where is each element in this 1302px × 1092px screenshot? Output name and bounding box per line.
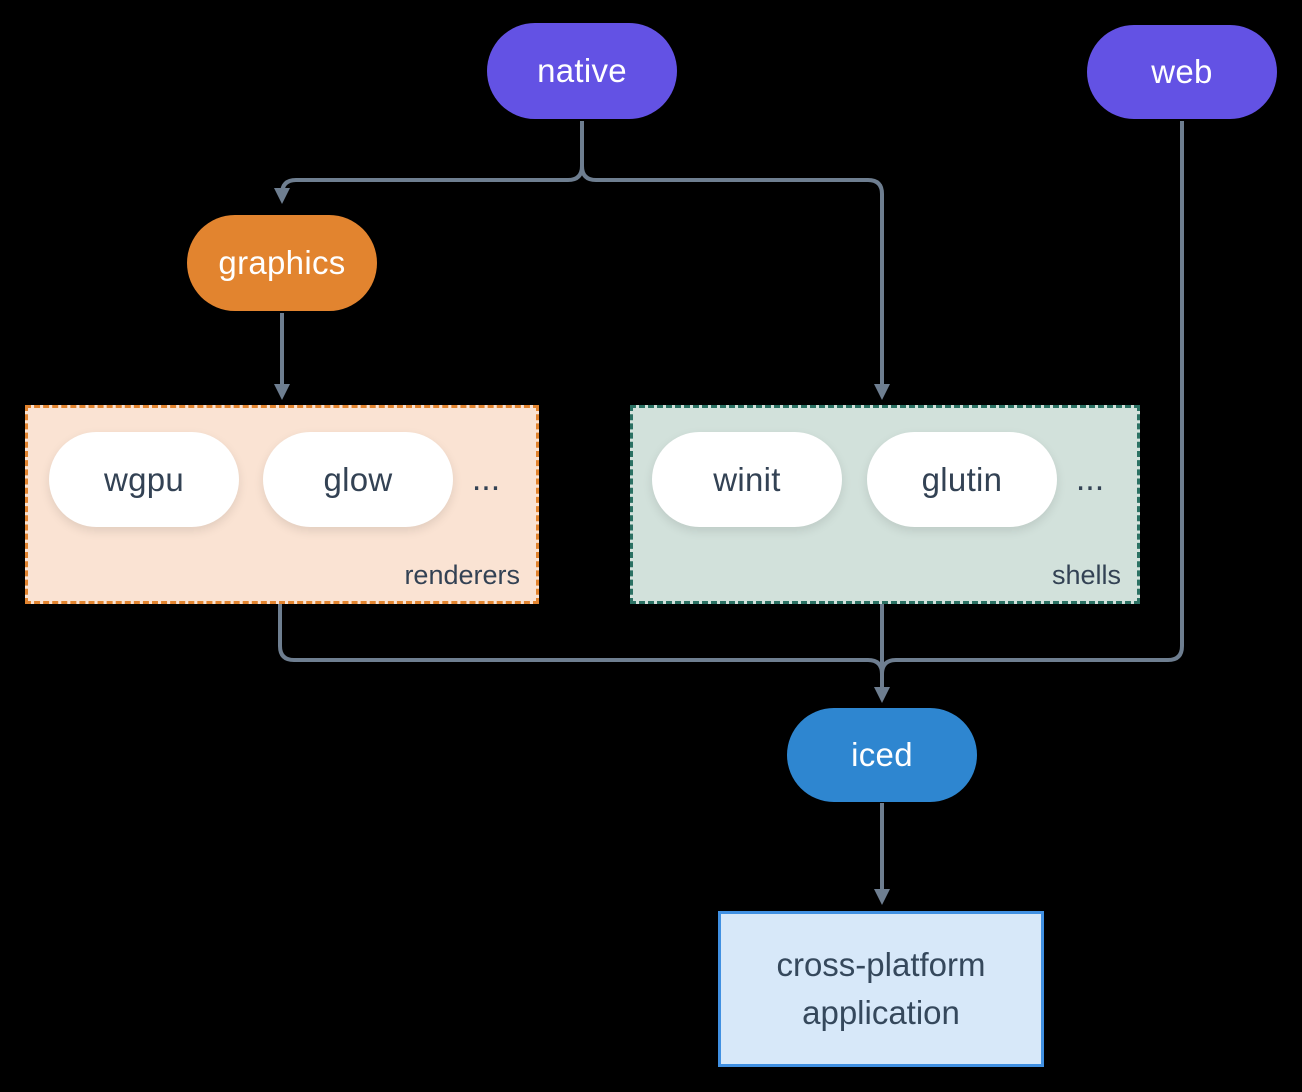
node-winit: winit [652,432,842,527]
group-shells: winit glutin ... shells [630,405,1140,604]
node-glow: glow [263,432,453,527]
node-iced: iced [787,708,977,802]
node-graphics: graphics [187,215,377,311]
node-wgpu: wgpu [49,432,239,527]
node-iced-label: iced [851,736,913,773]
node-web-label: web [1151,53,1213,90]
group-renderers: wgpu glow ... renderers [25,405,539,604]
node-glutin: glutin [867,432,1057,527]
edge-native-shells [580,121,890,400]
node-glutin-label: glutin [921,460,1003,498]
shells-ellipsis: ... [1075,460,1105,498]
node-wgpu-label: wgpu [103,460,185,498]
group-renderers-label: renderers [404,560,520,590]
node-native-label: native [537,52,627,89]
node-web: web [1087,25,1277,119]
renderers-ellipsis: ... [471,460,501,498]
edge-native-graphics [274,121,584,204]
node-glow-label: glow [323,460,393,498]
node-cross-platform-application: cross-platform application [718,911,1044,1067]
node-graphics-label: graphics [218,244,346,281]
group-shells-label: shells [1051,560,1121,590]
node-native: native [487,23,677,119]
edge-renderers-merge [278,599,884,675]
node-app-label: cross-platform application [776,946,986,1031]
node-winit-label: winit [713,460,781,498]
